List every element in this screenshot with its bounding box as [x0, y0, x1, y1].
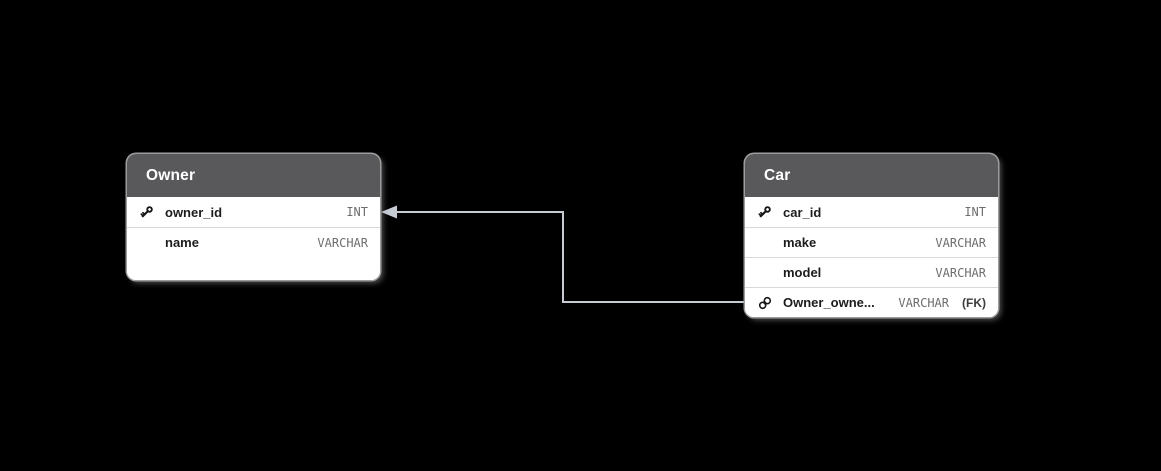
- link-icon-slot: [758, 296, 772, 310]
- link-icon: [758, 296, 772, 309]
- field-icon-spacer: [140, 236, 154, 250]
- field-row[interactable]: owner_id INT: [127, 197, 380, 227]
- relationship-arrowhead-icon: [381, 205, 397, 219]
- key-icon: [758, 206, 771, 218]
- field-name: owner_id: [165, 204, 223, 220]
- table-owner-header[interactable]: Owner: [127, 154, 380, 197]
- relationship-line[interactable]: [397, 211, 747, 303]
- field-type: VARCHAR: [898, 295, 949, 310]
- field-name: Owner_owne...: [783, 295, 875, 310]
- field-row[interactable]: car_id INT: [745, 197, 998, 227]
- field-type: VARCHAR: [317, 235, 368, 250]
- field-type: VARCHAR: [935, 265, 986, 280]
- table-owner[interactable]: Owner owner_id INT name VARCHAR: [127, 154, 380, 280]
- field-type: INT: [346, 205, 368, 219]
- field-type: INT: [964, 205, 986, 219]
- field-name: name: [165, 235, 199, 250]
- key-icon-slot: [758, 205, 772, 219]
- field-row[interactable]: name VARCHAR: [127, 227, 380, 257]
- key-icon-slot: [140, 205, 154, 219]
- field-name: make: [783, 235, 817, 250]
- field-icon-spacer: [758, 266, 772, 280]
- table-title: Owner: [146, 166, 196, 184]
- table-title: Car: [764, 166, 791, 184]
- field-type: VARCHAR: [935, 235, 986, 250]
- field-row[interactable]: make VARCHAR: [745, 227, 998, 257]
- field-name: car_id: [783, 204, 822, 220]
- table-car-header[interactable]: Car: [745, 154, 998, 197]
- table-owner-body: owner_id INT name VARCHAR: [127, 197, 380, 280]
- key-icon: [140, 206, 153, 218]
- field-icon-spacer: [758, 236, 772, 250]
- field-row[interactable]: Owner_owne... VARCHAR (FK): [745, 287, 998, 317]
- field-name: model: [783, 265, 822, 280]
- field-row[interactable]: model VARCHAR: [745, 257, 998, 287]
- fk-badge: (FK): [962, 295, 986, 310]
